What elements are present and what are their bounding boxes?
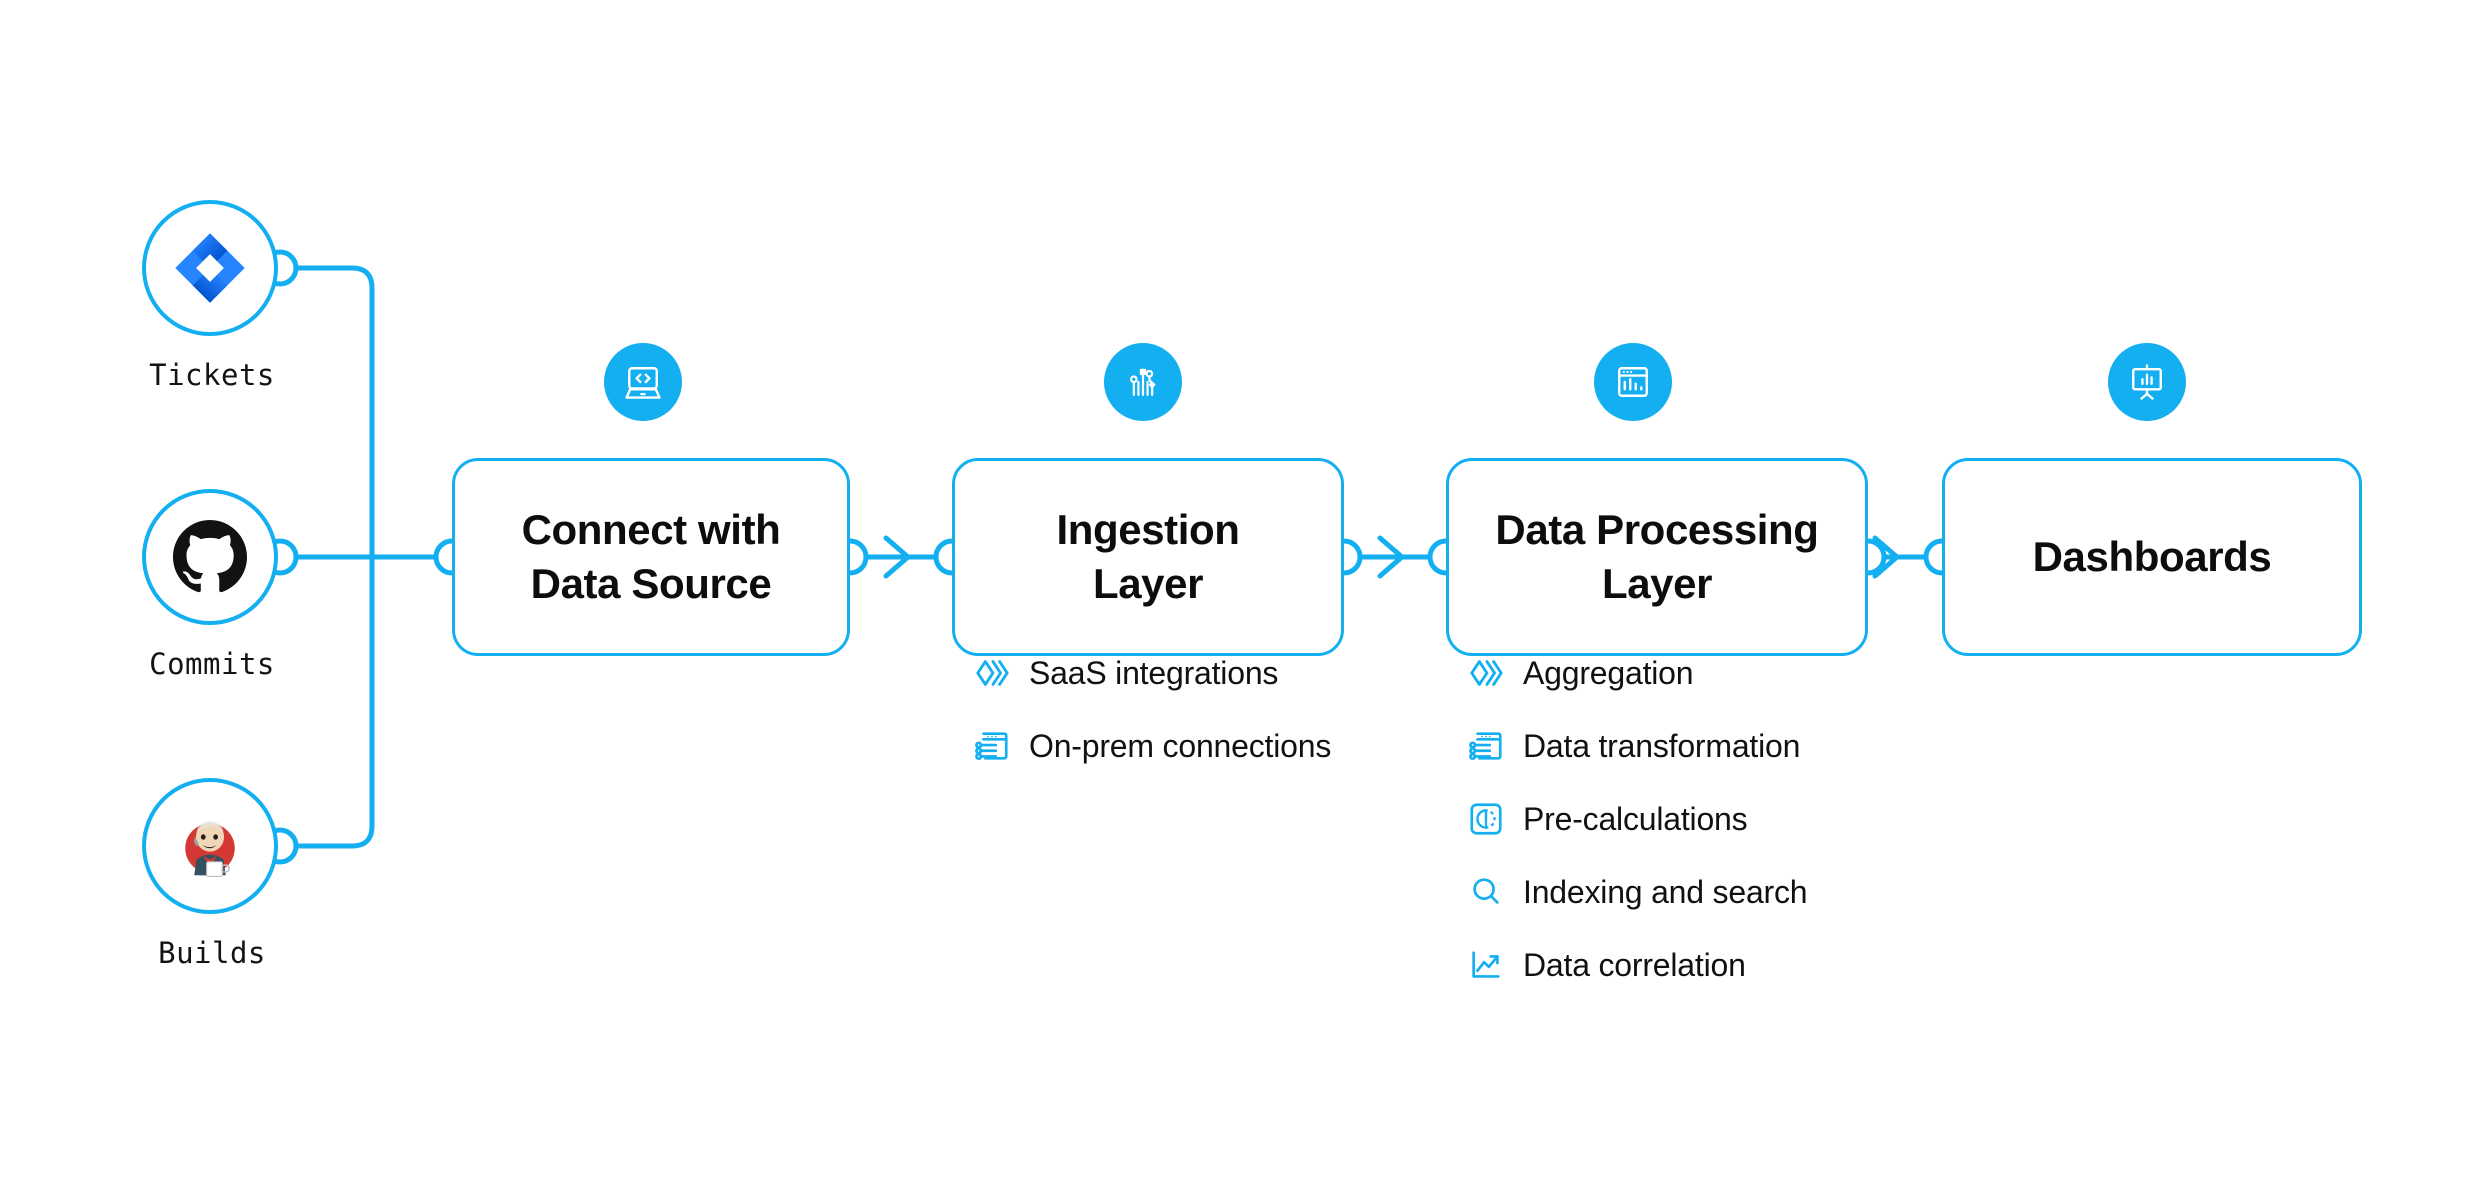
- source-label-builds: Builds: [158, 936, 266, 970]
- feature-label: Pre-calculations: [1523, 800, 1748, 837]
- feature-label: On-prem connections: [1029, 727, 1332, 764]
- source-circle-commits: [142, 489, 278, 625]
- arrowhead-processing-to-dashboards: [1872, 535, 1900, 579]
- stage-box-ingestion-layer[interactable]: Ingestion Layer: [952, 458, 1344, 656]
- wire-sources-bus: [293, 265, 375, 849]
- feature-item[interactable]: SaaS integrations: [972, 650, 1331, 696]
- presentation-chart-icon-badge: [2108, 343, 2186, 421]
- stage-title-data-processing-layer: Data Processing Layer: [1495, 506, 1819, 607]
- source-circle-builds: [142, 778, 278, 914]
- magnifier-icon: [1466, 872, 1506, 912]
- arrowhead-connect-to-ingestion: [883, 535, 911, 579]
- stage-title-dashboards: Dashboards: [2032, 533, 2272, 581]
- feature-list-data-processing-layer: Aggregation: [1466, 650, 1808, 1015]
- github-icon: [173, 520, 247, 593]
- stage-box-data-processing-layer[interactable]: Data Processing Layer: [1446, 458, 1868, 656]
- source-label-tickets: Tickets: [149, 358, 275, 392]
- feature-label: SaaS integrations: [1029, 654, 1279, 691]
- server-window-icon: [1466, 726, 1506, 766]
- source-circle-tickets: [142, 200, 278, 336]
- gauge-timer-icon: [1466, 799, 1506, 839]
- jenkins-icon: [185, 821, 235, 877]
- stacked-chevrons-icon: [1466, 653, 1506, 693]
- presentation-chart-icon: [2132, 364, 2162, 400]
- server-window-icon: [972, 726, 1012, 766]
- feature-label: Indexing and search: [1523, 873, 1808, 910]
- feature-label: Data transformation: [1523, 727, 1801, 764]
- source-label-commits: Commits: [149, 647, 275, 681]
- feature-item[interactable]: Pre-calculations: [1466, 796, 1807, 842]
- stacked-chevrons-icon: [972, 653, 1012, 693]
- feature-list-ingestion-layer: SaaS integrations: [972, 650, 1331, 796]
- circuit-nodes-icon: [1129, 368, 1156, 396]
- window-bar-chart-icon: [1618, 367, 1648, 397]
- laptop-code-icon: [625, 367, 661, 399]
- laptop-code-icon-badge: [604, 343, 682, 421]
- stage-box-dashboards[interactable]: Dashboards: [1942, 458, 2362, 656]
- circuit-nodes-icon-badge: [1104, 343, 1182, 421]
- jira-icon: [175, 233, 245, 303]
- feature-item[interactable]: On-prem connections: [972, 723, 1331, 769]
- feature-item[interactable]: Data correlation: [1466, 942, 1807, 988]
- feature-item[interactable]: Data transformation: [1466, 723, 1807, 769]
- feature-label: Aggregation: [1523, 654, 1694, 691]
- line-chart-icon: [1466, 945, 1506, 985]
- arrowhead-ingestion-to-processing: [1377, 535, 1405, 579]
- stage-box-connect-with-data-source[interactable]: Connect with Data Source: [452, 458, 850, 656]
- source-node-builds[interactable]: Builds: [142, 778, 282, 970]
- stage-title-connect-with-data-source: Connect with Data Source: [521, 506, 781, 607]
- feature-item[interactable]: Aggregation: [1466, 650, 1807, 696]
- stage-title-ingestion-layer: Ingestion Layer: [1056, 506, 1240, 607]
- window-bar-chart-icon-badge: [1594, 343, 1672, 421]
- feature-item[interactable]: Indexing and search: [1466, 869, 1808, 915]
- source-node-tickets[interactable]: Tickets: [142, 200, 282, 392]
- feature-label: Data correlation: [1523, 946, 1746, 983]
- source-node-commits[interactable]: Commits: [142, 489, 282, 681]
